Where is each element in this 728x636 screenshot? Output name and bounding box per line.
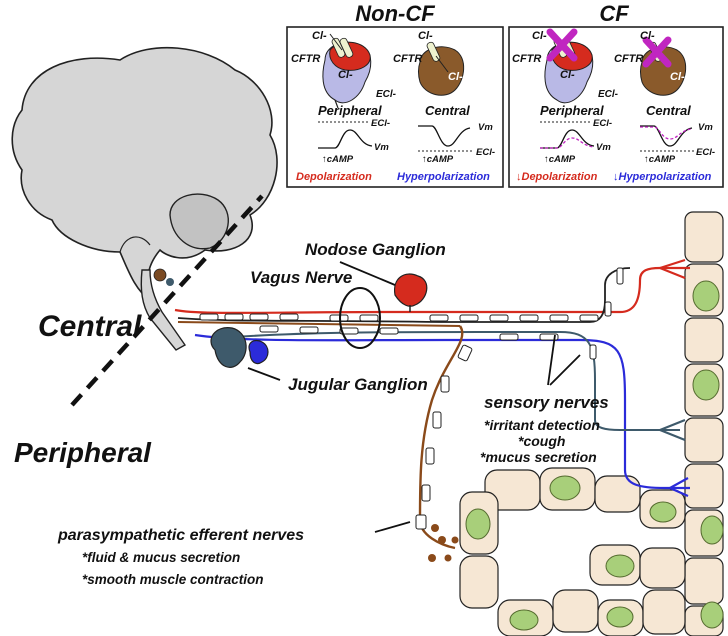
efferent-fiber-descending <box>418 325 464 550</box>
jugular-terminal <box>669 477 689 498</box>
cf-cl-inside-right: Cl- <box>670 71 685 83</box>
cf-reduced-hyperpolarization-trace <box>640 126 693 140</box>
non-cf-camp-right: ↑cAMP <box>422 154 454 165</box>
cf-cl-left: Cl- <box>532 30 547 42</box>
cf-ecl-trace-right: ECl- <box>696 147 715 158</box>
label-sensory-mucus: *mucus secretion <box>480 449 597 465</box>
slate-terminal <box>659 418 686 442</box>
cf-cftr-right: CFTR <box>614 53 643 65</box>
efferent-fiber-main <box>177 321 461 327</box>
central-peripheral-divider <box>70 194 264 407</box>
label-central: Central <box>38 310 142 343</box>
cf-central-label: Central <box>646 103 691 118</box>
cf-camp-right: ↑cAMP <box>644 154 676 165</box>
peripheral-neuron-cf <box>544 28 594 104</box>
non-cf-hyperpolarization-trace <box>418 125 471 147</box>
jugular-fiber <box>194 333 690 490</box>
cf-reduced-depolarization-trace <box>540 137 595 149</box>
central-neuron-non-cf <box>418 41 465 96</box>
jugular-ganglia <box>210 327 269 368</box>
cf-vm-right: Vm <box>698 122 713 133</box>
non-cf-ecl-trace-right: ECl- <box>476 147 495 158</box>
label-sensory-irritant: *irritant detection <box>484 417 600 433</box>
nodose-terminal <box>659 258 686 280</box>
cf-depolarization: ↓Depolarization <box>516 171 598 183</box>
cftr-blocked-x-icon <box>642 36 672 68</box>
non-cf-ecl-trace-left: ECl- <box>371 118 390 129</box>
non-cf-hyperpolarization: Hyperpolarization <box>397 171 490 183</box>
label-para-fluid: *fluid & mucus secretion <box>82 550 240 565</box>
cf-cl-inside-left: Cl- <box>560 69 575 81</box>
cf-vm-left: Vm <box>596 142 611 153</box>
non-cf-central-label: Central <box>425 103 470 118</box>
label-peripheral: Peripheral <box>14 437 152 468</box>
non-cf-cl-inside-left: Cl- <box>338 69 353 81</box>
non-cf-cl-inside-right: Cl- <box>448 71 463 83</box>
peripheral-neuron-non-cf <box>322 33 372 109</box>
slate-fiber <box>219 331 680 431</box>
submucosal-gland <box>459 467 686 636</box>
efferent-vesicles <box>428 524 459 562</box>
brainstem-nucleus-slate <box>166 278 174 286</box>
cf-cl-right: Cl- <box>640 30 655 42</box>
central-neuron-cf <box>640 36 687 96</box>
label-sensory-cough: *cough <box>518 433 565 449</box>
brain <box>11 46 278 351</box>
cf-depolarization-trace <box>540 129 595 149</box>
label-pointers <box>247 261 581 533</box>
label-nodose-ganglion: Nodose Ganglion <box>305 240 446 259</box>
nodose-ganglion <box>393 273 428 312</box>
label-sensory-nerves: sensory nerves <box>484 393 609 412</box>
label-jugular-ganglion: Jugular Ganglion <box>288 375 428 394</box>
panel-non-cf: Non-CF Cl- CFTR Cl- ECl- Cl- CFTR Cl- Pe… <box>286 1 504 188</box>
label-vagus-nerve: Vagus Nerve <box>250 268 352 287</box>
label-parasympathetic: parasympathetic efferent nerves <box>57 527 304 544</box>
non-cf-cl-right: Cl- <box>418 30 433 42</box>
brainstem-nucleus-brown <box>153 268 167 282</box>
cf-camp-left: ↑cAMP <box>544 154 576 165</box>
airway-epithelium <box>459 211 724 636</box>
cf-ecl-label: ECl- <box>598 89 619 100</box>
nodose-fiber <box>174 266 690 314</box>
non-cf-cftr-left: CFTR <box>291 53 320 65</box>
cf-cftr-left: CFTR <box>512 53 541 65</box>
non-cf-peripheral-label: Peripheral <box>318 103 382 118</box>
cf-hyperpolarization: ↓Hyperpolarization <box>613 171 712 183</box>
vagus-nerve-ring <box>339 287 381 349</box>
non-cf-cftr-right: CFTR <box>393 53 422 65</box>
label-para-smooth: *smooth muscle contraction <box>82 572 264 587</box>
non-cf-camp-left: ↑cAMP <box>322 154 354 165</box>
cftr-blocked-x-icon <box>546 28 578 62</box>
non-cf-ecl-label: ECl- <box>376 89 397 100</box>
non-cf-depolarization: Depolarization <box>296 171 372 183</box>
nerve-fibers <box>174 258 690 562</box>
non-cf-vm-left: Vm <box>374 142 389 153</box>
non-cf-cl-left: Cl- <box>312 30 327 42</box>
panel-non-cf-title: Non-CF <box>355 1 435 26</box>
cf-ecl-trace-left: ECl- <box>593 118 612 129</box>
panel-cf: CF Cl- CFTR Cl- ECl- Cl- CFTR Cl- <box>508 1 724 188</box>
myelin-segments <box>199 267 624 530</box>
panel-cf-title: CF <box>599 1 629 26</box>
epithelial-column-right <box>684 211 724 636</box>
non-cf-depolarization-trace <box>318 129 373 149</box>
cf-peripheral-label: Peripheral <box>540 103 604 118</box>
non-cf-vm-right: Vm <box>478 122 493 133</box>
